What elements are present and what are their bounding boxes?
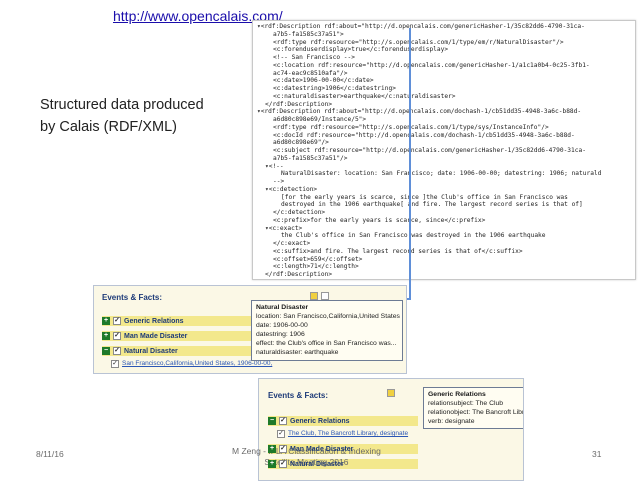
detail-checkbox[interactable]: ✓	[111, 360, 119, 368]
xml-line: </rdf:Description>	[265, 271, 333, 278]
row-label: Man Made Disaster	[124, 332, 188, 340]
xml-line: <c:location rdf:resource="http://d.openc…	[273, 61, 590, 69]
event-row-generic-relations[interactable]: + ✓ Generic Relations	[102, 315, 252, 327]
panel-controls	[310, 292, 329, 300]
xml-line: [for the early years is scarce, since ]t…	[281, 193, 568, 201]
panel-title: Events & Facts:	[268, 391, 329, 400]
xml-line: ▾<rdf:Description rdf:about="http://d.op…	[257, 23, 585, 30]
tooltip-line: verb: designate	[428, 418, 475, 426]
row-label: Generic Relations	[124, 317, 184, 325]
xml-line: <!-- San Francisco -->	[273, 54, 355, 61]
events-facts-panel-1: Events & Facts: + ✓ Generic Relations + …	[93, 285, 407, 374]
rdf-xml-panel: ▾<rdf:Description rdf:about="http://d.op…	[252, 20, 636, 280]
expand-icon[interactable]: +	[268, 460, 276, 468]
tooltip-line: location: San Francisco,California,Unite…	[256, 313, 400, 321]
checkbox[interactable]: ✓	[113, 347, 121, 355]
checkbox[interactable]: ✓	[113, 317, 121, 325]
tooltip-line: date: 1906-00-00	[256, 322, 308, 330]
xml-line: ac74-eac9c8510afa"/>	[273, 69, 348, 77]
natural-disaster-detail-link[interactable]: San Francisco,California,United States, …	[122, 360, 273, 367]
collapse-icon[interactable]: −	[268, 417, 276, 425]
row-label: Generic Relations	[290, 417, 350, 425]
lock-icon[interactable]	[387, 389, 395, 397]
natural-disaster-tooltip: Natural Disaster location: San Francisco…	[251, 300, 403, 361]
tooltip-title: Generic Relations	[428, 391, 486, 398]
events-facts-panel-2: Events & Facts: − ✓ Generic Relations ✓ …	[258, 378, 524, 481]
footer-page-number: 31	[592, 449, 602, 459]
xml-line: <rdf:type rdf:resource="http://s.opencal…	[273, 38, 564, 46]
checkbox[interactable]: ✓	[113, 332, 121, 340]
xml-line: <c:subject rdf:resource="http://d.openca…	[273, 147, 586, 154]
generic-relations-tooltip: Generic Relations relationsubject: The C…	[423, 387, 524, 430]
xml-line: </rdf:Description>	[265, 100, 333, 108]
tooltip-title: Natural Disaster	[256, 304, 309, 311]
row-label: Natural Disaster	[124, 347, 178, 355]
xml-line: ▾<!--	[265, 162, 284, 170]
xml-line: <c:length>71</c:length>	[273, 263, 359, 271]
xml-line: -->	[273, 178, 285, 185]
xml-line: the Club's office in San Francisco was d…	[281, 232, 546, 240]
checkbox[interactable]: ✓	[279, 445, 287, 453]
checkbox[interactable]: ✓	[279, 417, 287, 425]
footer-center-line-2: Satellite Meeting 2016	[264, 457, 349, 467]
footer-date: 8/11/16	[36, 449, 64, 459]
xml-line: NaturalDisaster: location: San Francisco…	[281, 170, 602, 178]
xml-line: a7b5-fa1585c37a51">	[273, 30, 344, 38]
tooltip-line: datestring: 1906	[256, 331, 305, 339]
xml-line: <c:naturaldisaster>earthquake</c:natural…	[273, 92, 456, 100]
xml-line: <c:datestring>1906</c:datestring>	[273, 85, 396, 92]
expand-icon[interactable]: +	[102, 317, 110, 325]
xml-line: a6d80c898e69"/>	[273, 139, 329, 147]
structured-data-caption: Structured data produced by Calais (RDF/…	[40, 97, 204, 135]
detail-checkbox[interactable]: ✓	[277, 430, 285, 438]
xml-line: ▾<c:detection>	[265, 185, 318, 193]
tooltip-line: relationsubject: The Club	[428, 400, 504, 408]
xml-line: <c:prefix>for the early years is scarce,…	[273, 216, 486, 224]
expand-icon[interactable]: +	[102, 332, 110, 340]
close-icon[interactable]	[321, 292, 329, 300]
connector-line-vertical	[409, 28, 411, 300]
event-row-man-made-disaster[interactable]: + ✓ Man Made Disaster	[102, 330, 252, 342]
xml-line: <c:offset>659</c:offset>	[273, 255, 363, 263]
lock-icon[interactable]	[310, 292, 318, 300]
panel-controls	[387, 389, 395, 397]
xml-line: destroyed in the 1906 earthquake[ and fi…	[281, 201, 583, 209]
xml-line: <c:suffix>and fire. The largest record s…	[273, 247, 523, 255]
generic-relations-detail-link[interactable]: The Club, The Bancroft Library, designat…	[288, 430, 409, 437]
event-row-natural-disaster[interactable]: − ✓ Natural Disaster	[102, 345, 252, 357]
footer-center-line-1: M Zeng - IFLA Classification & Indexing	[232, 446, 381, 456]
footer-center: M Zeng - IFLA Classification & Indexing …	[232, 446, 381, 468]
event-row-generic-relations[interactable]: − ✓ Generic Relations	[268, 415, 418, 427]
xml-line: a7b5-fa1585c37a51"/>	[273, 154, 348, 162]
xml-line: ▾<c:exact>	[265, 224, 303, 232]
tooltip-line: relationobject: The Bancroft Library	[428, 409, 524, 417]
tooltip-line: effect: the Club's office in San Francis…	[256, 340, 397, 348]
checkbox[interactable]: ✓	[279, 460, 287, 468]
row-label: Natural Disaster	[290, 460, 344, 468]
tooltip-line: naturaldisaster: earthquake	[256, 349, 339, 357]
xml-line: <c:forenduserdisplay>true</c:forenduserd…	[273, 46, 449, 54]
xml-line: <c:docId rdf:resource="http://d.opencala…	[273, 131, 575, 139]
event-row-natural-disaster[interactable]: + ✓ Natural Disaster	[268, 458, 418, 470]
collapse-icon[interactable]: −	[102, 347, 110, 355]
xml-line: </c:exact>	[273, 240, 311, 247]
xml-line: </c:detection>	[273, 209, 326, 216]
panel-title: Events & Facts:	[102, 293, 163, 302]
xml-line: ▾<rdf:Description rdf:about="http://d.op…	[257, 108, 582, 116]
expand-icon[interactable]: +	[268, 445, 276, 453]
event-row-man-made-disaster[interactable]: + ✓ Man Made Disaster	[268, 443, 418, 455]
row-label: Man Made Disaster	[290, 445, 354, 453]
opencalais-url-link[interactable]: http://www.opencalais.com/	[113, 8, 283, 24]
xml-line: <c:date>1906-00-00</c:date>	[273, 77, 374, 85]
xml-line: a6d80c898e69/Instance/5">	[273, 116, 367, 123]
